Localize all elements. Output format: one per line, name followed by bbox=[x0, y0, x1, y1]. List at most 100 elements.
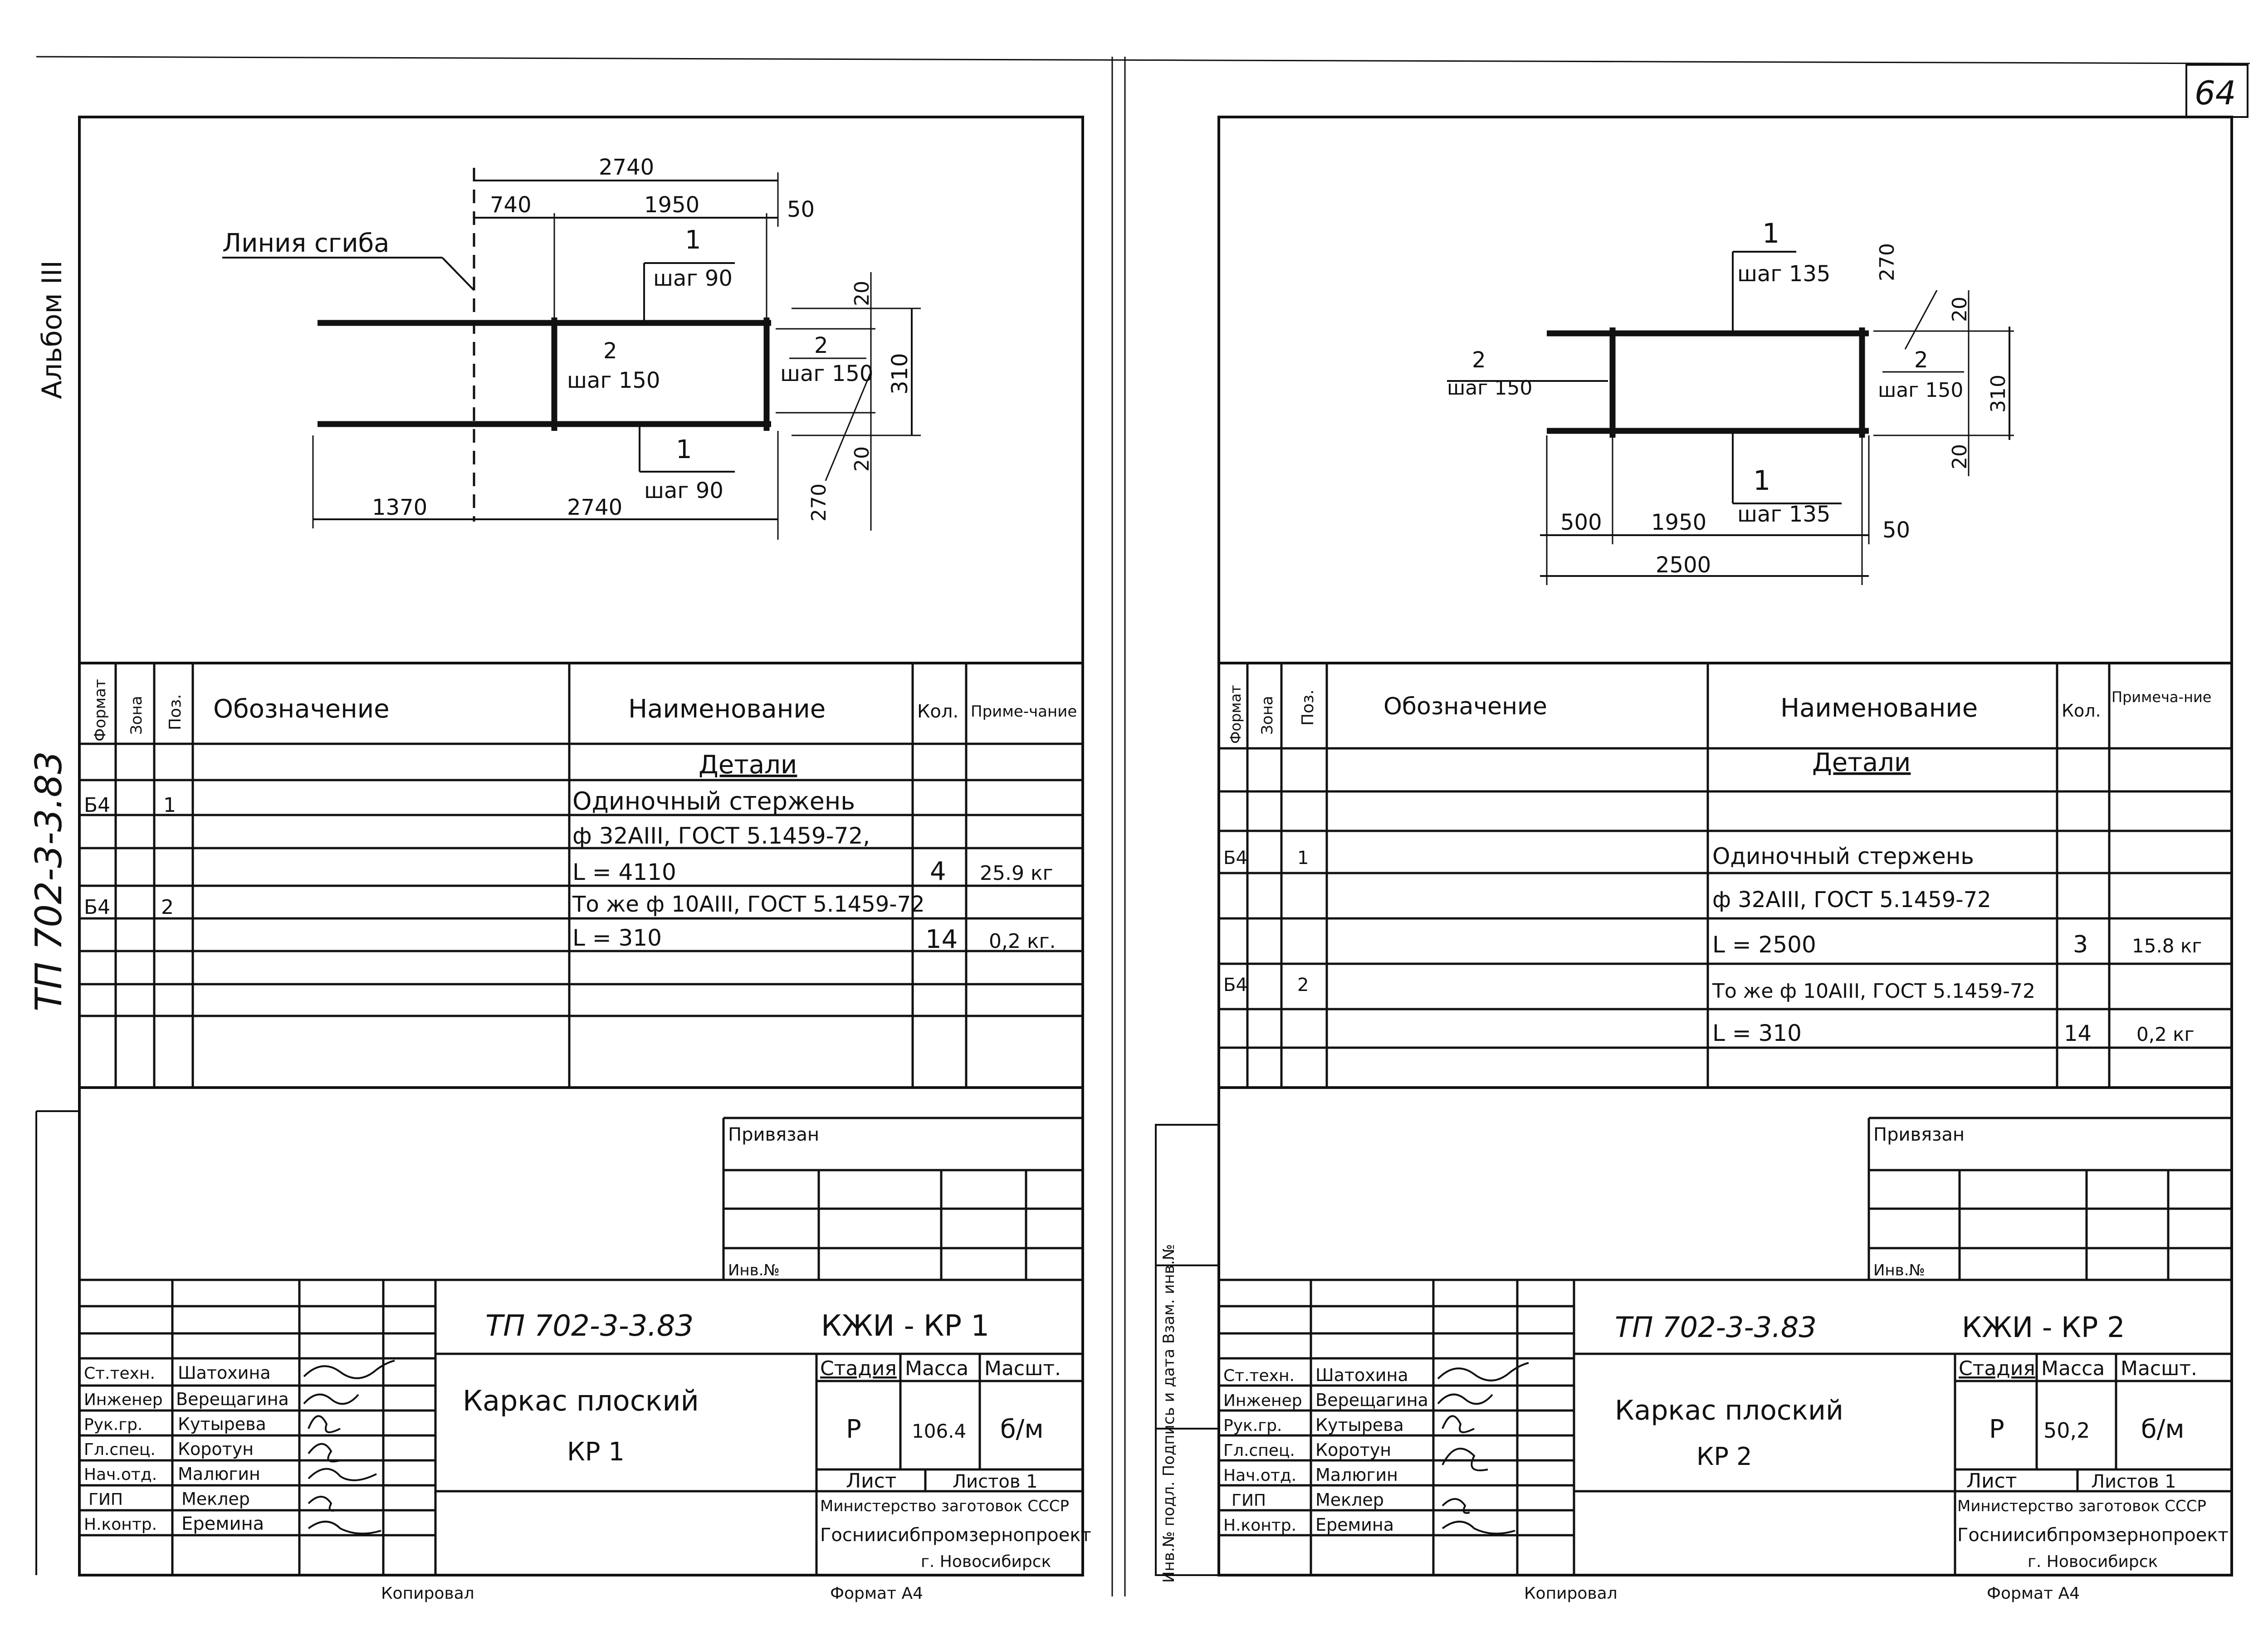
row-name: L = 310 bbox=[1712, 1020, 1802, 1046]
mass-header: Масса bbox=[905, 1357, 968, 1380]
row-pos: 2 bbox=[1297, 975, 1309, 996]
stage-value: Р bbox=[1989, 1415, 2004, 1444]
attached-label: Привязан bbox=[1873, 1124, 1965, 1145]
institute-label: Госниисибпромзернопроект bbox=[820, 1525, 1091, 1546]
staff-name: Малюгин bbox=[178, 1464, 260, 1484]
signatures bbox=[1437, 1362, 1529, 1535]
mass-value: 106.4 bbox=[912, 1420, 966, 1442]
album-label: Альбом III bbox=[36, 260, 68, 399]
section-title: Детали bbox=[1812, 748, 1911, 777]
step-top-label: шаг 90 bbox=[653, 266, 733, 291]
row-name: L = 4110 bbox=[572, 859, 676, 885]
step-bot-label: шаг 90 bbox=[644, 478, 723, 503]
inv-label: Инв.№ bbox=[728, 1261, 780, 1279]
stage-header: Стадия bbox=[1959, 1357, 2035, 1380]
dim-740: 740 bbox=[490, 192, 532, 218]
page-number: 64 bbox=[2195, 74, 2236, 112]
dim-20-top: 20 bbox=[1948, 297, 1971, 322]
staff-role: Рук.гр. bbox=[84, 1415, 142, 1434]
sheet-title: Каркас плоский bbox=[1615, 1395, 1843, 1426]
scale-header: Масшт. bbox=[2121, 1357, 2197, 1380]
header-format: Формат bbox=[1227, 685, 1244, 744]
fold-line-label: Линия сгиба bbox=[222, 229, 389, 258]
staff-name: Меклер bbox=[1315, 1490, 1384, 1510]
header-designation: Обозначение bbox=[213, 694, 390, 724]
staff-name: Коротун bbox=[1315, 1440, 1391, 1460]
dim-500: 500 bbox=[1560, 510, 1602, 535]
staff-name: Еремина bbox=[181, 1513, 264, 1534]
step-top-label: шаг 135 bbox=[1737, 261, 1830, 287]
left-sheet: Линия сгиба 2740 740 1950 50 1 шаг 90 2 … bbox=[35, 116, 1091, 1603]
pos2-right-label: 2 bbox=[1914, 347, 1928, 373]
row-qty: 3 bbox=[2073, 931, 2088, 958]
dim-20-bot: 20 bbox=[850, 446, 874, 472]
pos2-left-label: 2 bbox=[1472, 347, 1486, 373]
dim-total-top: 2740 bbox=[599, 155, 654, 180]
city-label: г. Новосибирск bbox=[2028, 1552, 2158, 1571]
dim-20-bot: 20 bbox=[1948, 444, 1971, 469]
row-name: L = 2500 bbox=[1712, 932, 1816, 958]
header-pos: Поз. bbox=[166, 694, 185, 730]
dim-20-top: 20 bbox=[850, 281, 874, 306]
row-name: То же ф 10АIII, ГОСТ 5.1459-72 bbox=[572, 892, 925, 917]
dim-270: 270 bbox=[1876, 243, 1899, 281]
signatures bbox=[303, 1360, 395, 1535]
staff-role: ГИП bbox=[88, 1490, 123, 1509]
dim-1950: 1950 bbox=[1651, 510, 1706, 535]
stage-value: Р bbox=[846, 1415, 861, 1444]
staff-name: Меклер bbox=[181, 1489, 250, 1509]
row-format: Б4 bbox=[1223, 975, 1247, 996]
staff-role: Гл.спец. bbox=[1223, 1441, 1295, 1460]
footer-format: Формат А4 bbox=[1987, 1584, 2080, 1603]
staff-name: Кутырева bbox=[1315, 1415, 1404, 1435]
inv-label: Инв.№ bbox=[1873, 1261, 1925, 1279]
header-qty: Кол. bbox=[917, 701, 958, 722]
staff-name: Шатохина bbox=[178, 1363, 271, 1383]
stamp-label-right: Инв.№ подл. Подпись и дата Взам. инв.№ bbox=[1160, 1244, 1178, 1583]
staff-name: Еремина bbox=[1315, 1515, 1394, 1535]
dim-1950: 1950 bbox=[644, 192, 699, 218]
dim-50: 50 bbox=[787, 197, 815, 222]
row-name: Одиночный стержень bbox=[1712, 843, 1974, 869]
step-inner-label: шаг 150 bbox=[567, 368, 660, 393]
footer-copied: Копировал bbox=[381, 1584, 474, 1603]
staff-name: Верещагина bbox=[176, 1389, 289, 1409]
staff-role: Н.контр. bbox=[84, 1515, 157, 1534]
staff-role: Гл.спец. bbox=[84, 1440, 156, 1459]
row-pos: 1 bbox=[163, 794, 176, 817]
staff-role: Нач.отд. bbox=[1223, 1466, 1296, 1485]
row-qty: 14 bbox=[2064, 1021, 2092, 1046]
row-name: ф 32АIII, ГОСТ 5.1459-72, bbox=[572, 823, 870, 849]
step-right-label: шаг 150 bbox=[1878, 379, 1963, 402]
row-pos: 1 bbox=[1297, 848, 1309, 869]
dim-2500: 2500 bbox=[1656, 552, 1711, 578]
right-sheet: 1 шаг 135 270 20 2 шаг 150 2 шаг 150 310… bbox=[1155, 116, 2233, 1603]
ministry-label: Министерство заготовок СССР bbox=[1957, 1497, 2206, 1515]
row-name: ф 32АIII, ГОСТ 5.1459-72 bbox=[1712, 887, 1991, 913]
staff-name: Малюгин bbox=[1315, 1465, 1398, 1485]
document-code: КЖИ - КР 1 bbox=[821, 1309, 989, 1343]
header-format: Формат bbox=[91, 679, 109, 742]
scale-header: Масшт. bbox=[984, 1357, 1061, 1380]
header-zone: Зона bbox=[127, 696, 146, 735]
row-format: Б4 bbox=[84, 794, 110, 817]
mass-value: 50,2 bbox=[2043, 1418, 2090, 1443]
project-code: ТП 702-3-3.83 bbox=[1615, 1311, 1817, 1344]
header-note: Приме-чание bbox=[971, 703, 1077, 721]
footer-copied: Копировал bbox=[1524, 1584, 1618, 1603]
attached-label: Привязан bbox=[728, 1124, 819, 1145]
step-right-label: шаг 150 bbox=[780, 361, 873, 386]
pos2-inner-label: 2 bbox=[603, 338, 617, 364]
row-note: 0,2 кг bbox=[2136, 1023, 2195, 1045]
header-designation: Обозначение bbox=[1383, 693, 1547, 720]
sheet-subtitle: КР 1 bbox=[567, 1437, 625, 1467]
row-qty: 14 bbox=[925, 925, 958, 954]
row-name: То же ф 10АIII, ГОСТ 5.1459-72 bbox=[1712, 980, 2035, 1003]
staff-role: ГИП bbox=[1232, 1491, 1266, 1510]
document-code: КЖИ - КР 2 bbox=[1962, 1311, 2125, 1344]
staff-role: Ст.техн. bbox=[84, 1364, 155, 1383]
row-note: 25.9 кг bbox=[980, 862, 1053, 885]
sheet-subtitle: КР 2 bbox=[1696, 1442, 1752, 1471]
pos1-top-label: 1 bbox=[1762, 218, 1779, 249]
